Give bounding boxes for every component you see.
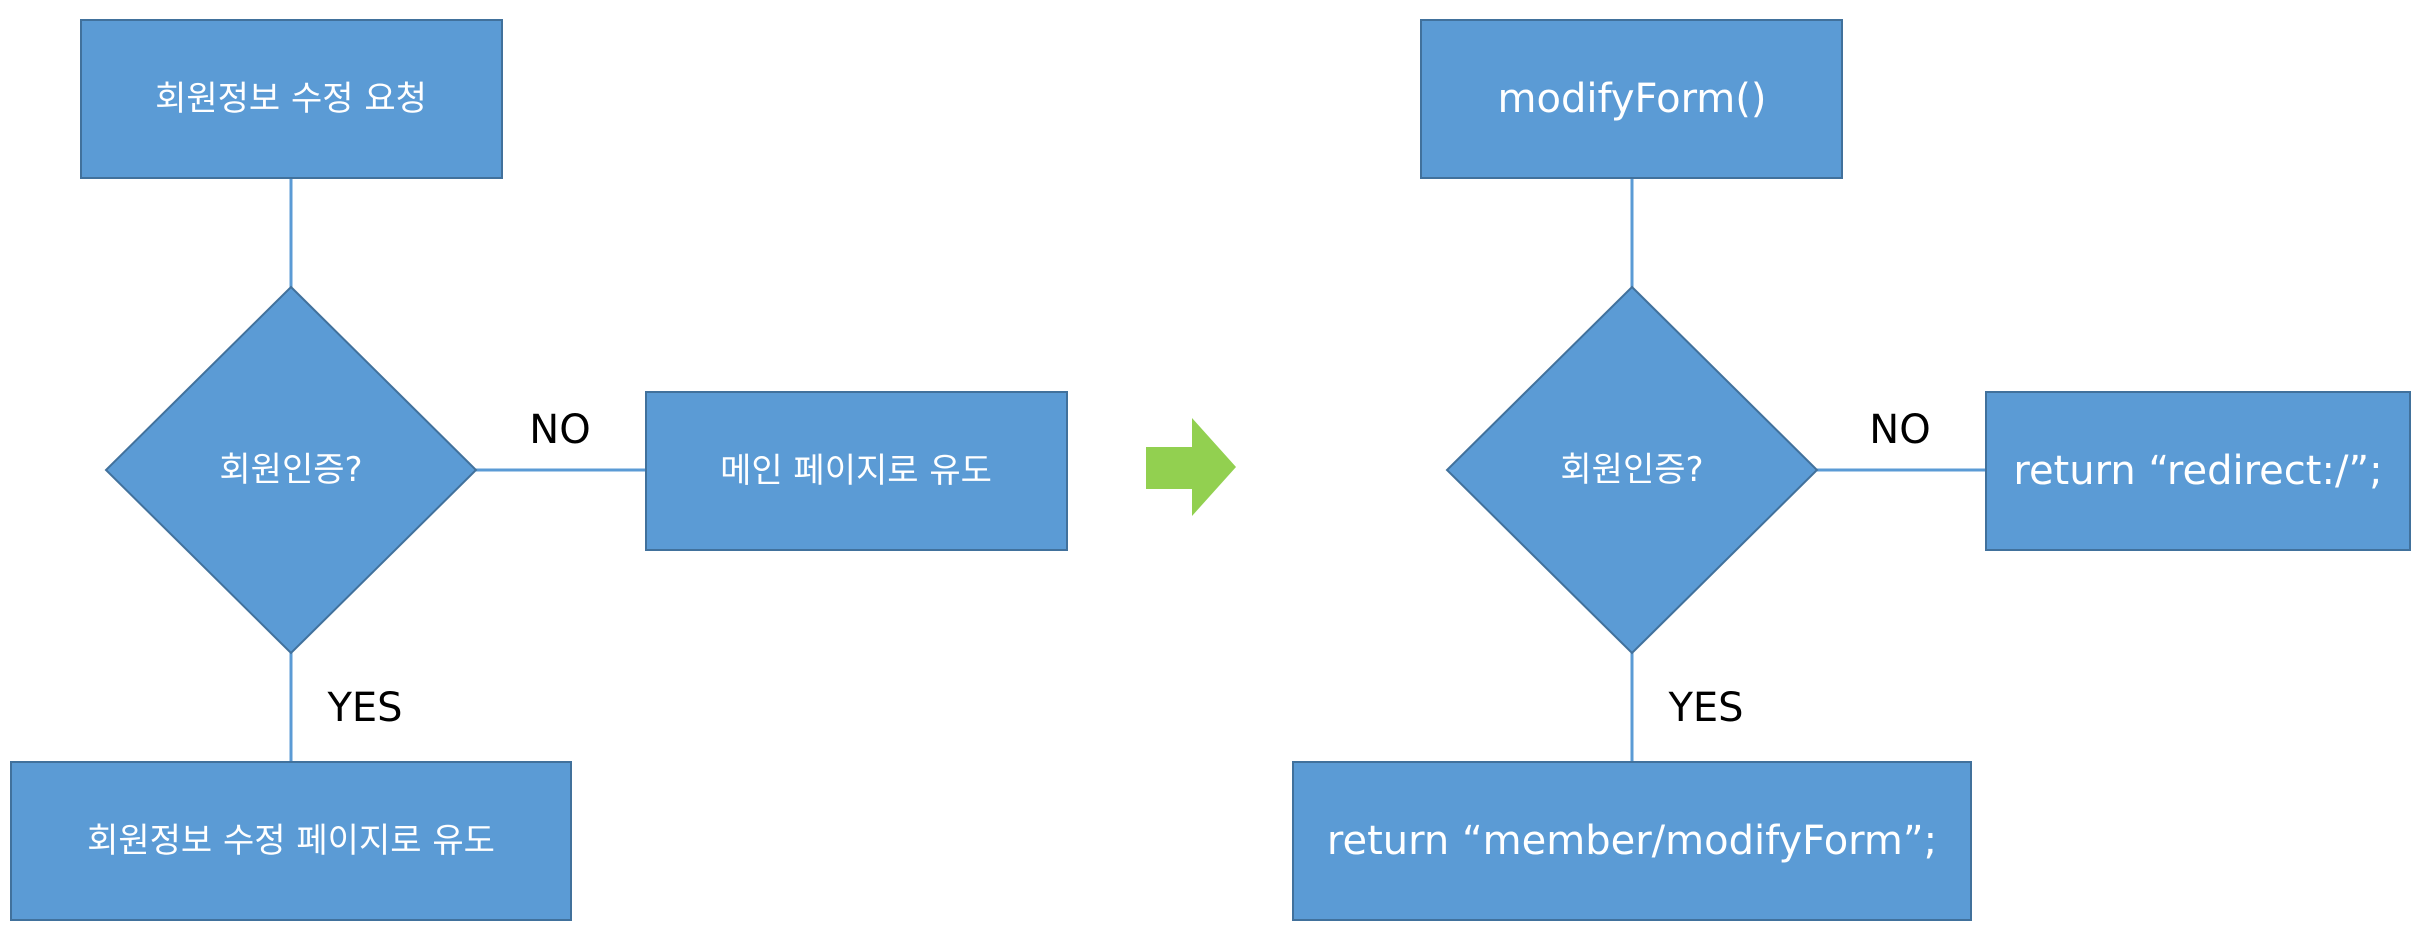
right-no-result-label: return “redirect:/”; [2013, 448, 2382, 494]
right-flowchart: modifyForm() 회원인증? NO return “redirect:/… [1292, 19, 2411, 921]
right-start-label: modifyForm() [1498, 76, 1767, 122]
left-no-result-node: 메인 페이지로 유도 [645, 391, 1068, 551]
right-yes-label: YES [1667, 685, 1743, 731]
right-decision-label: 회원인증? [1560, 450, 1703, 490]
right-no-result-node: return “redirect:/”; [1985, 391, 2411, 551]
right-arrow-icon [1146, 418, 1236, 516]
left-start-label: 회원정보 수정 요청 [155, 79, 427, 119]
left-no-result-label: 메인 페이지로 유도 [720, 451, 992, 491]
right-no-label: NO [1869, 407, 1930, 453]
left-decision-node: 회원인증? [104, 285, 478, 655]
left-yes-label: YES [326, 685, 402, 731]
left-start-node: 회원정보 수정 요청 [80, 19, 503, 179]
left-no-label: NO [529, 407, 590, 453]
right-start-node: modifyForm() [1420, 19, 1843, 179]
left-yes-result-label: 회원정보 수정 페이지로 유도 [87, 821, 495, 861]
right-decision-node: 회원인증? [1445, 285, 1819, 655]
left-decision-label: 회원인증? [219, 450, 362, 490]
right-yes-result-node: return “member/modifyForm”; [1292, 761, 1972, 921]
right-yes-result-label: return “member/modifyForm”; [1327, 818, 1937, 864]
left-yes-result-node: 회원정보 수정 페이지로 유도 [10, 761, 572, 921]
left-flowchart: 회원정보 수정 요청 회원인증? NO 메인 페이지로 유도 YES 회원정보 … [10, 19, 1068, 921]
